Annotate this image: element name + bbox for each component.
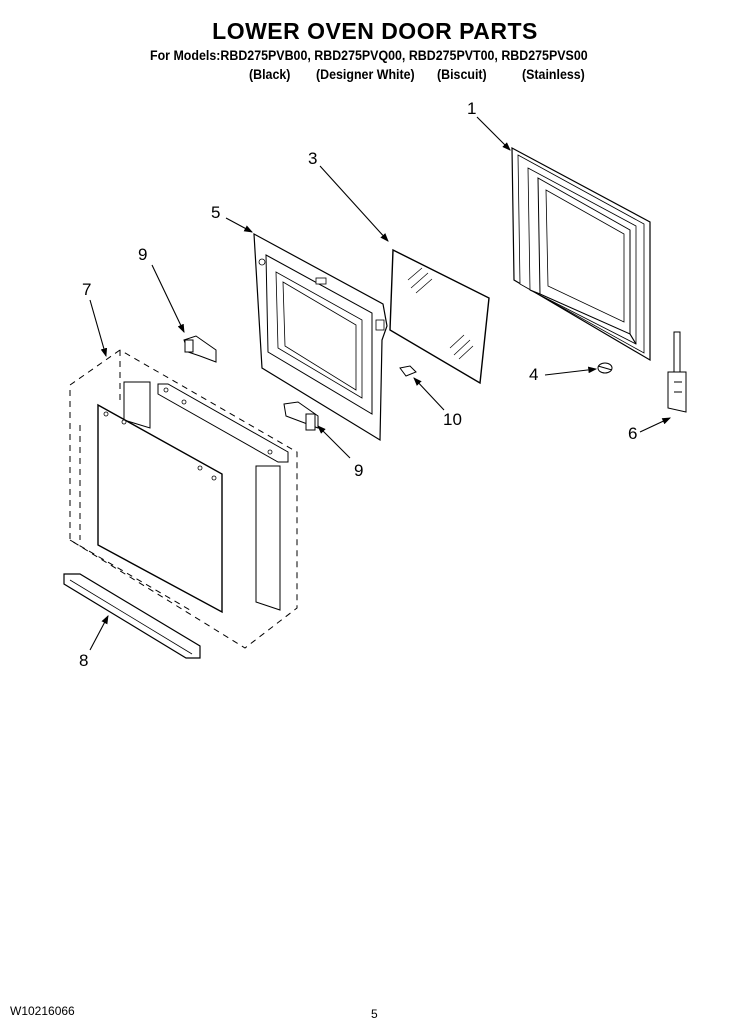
part-7-outer-door-assembly — [69, 349, 298, 649]
callout-8: 8 — [79, 651, 89, 670]
part-4-screw — [597, 362, 613, 374]
callout-5: 5 — [211, 203, 221, 222]
part-6-door-hinge — [667, 331, 687, 413]
variant-black: (Black) — [249, 67, 291, 82]
callout-3: 3 — [308, 149, 318, 168]
variant-biscuit: (Biscuit) — [437, 67, 487, 82]
part-10-clip — [399, 365, 417, 377]
callout-1: 1 — [467, 99, 477, 118]
part-5-inner-door-frame — [253, 232, 388, 442]
callout-10: 10 — [443, 410, 462, 429]
part-1-outer-door-panel — [511, 146, 651, 362]
part-9-upper-hinge-bracket — [183, 335, 217, 363]
callout-leaders — [89, 116, 671, 651]
variant-designer-white: (Designer White) — [316, 67, 415, 82]
part-8-door-trim — [63, 573, 201, 659]
callout-9-upper: 9 — [138, 245, 148, 264]
callout-7: 7 — [82, 280, 92, 299]
page-title: LOWER OVEN DOOR PARTS — [212, 18, 538, 44]
callout-9-lower: 9 — [354, 461, 364, 480]
callout-4: 4 — [529, 365, 539, 384]
models-line: For Models:RBD275PVB00, RBD275PVQ00, RBD… — [150, 48, 588, 63]
document-number: W10216066 — [10, 1004, 75, 1018]
variant-stainless: (Stainless) — [522, 67, 585, 82]
page-number: 5 — [371, 1007, 378, 1021]
callout-6: 6 — [628, 424, 638, 443]
part-9-lower-hinge-bracket — [283, 401, 319, 431]
part-3-door-glass — [389, 248, 490, 385]
